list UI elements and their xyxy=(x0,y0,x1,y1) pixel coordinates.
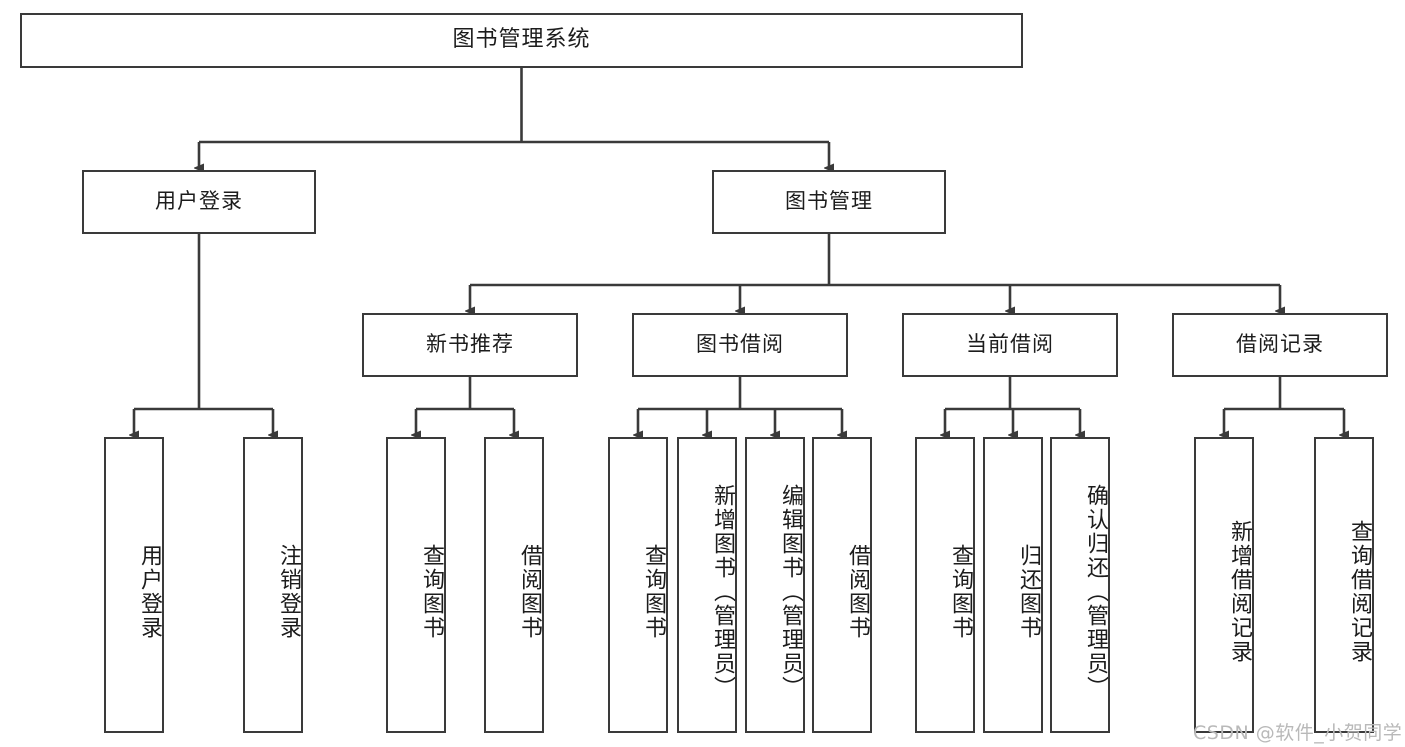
node-user-login-do[interactable]: 用户登录 xyxy=(104,437,164,733)
node-rec-add-record[interactable]: 新增借阅记录 xyxy=(1194,437,1254,733)
node-rec-query-book[interactable]: 查询图书 xyxy=(386,437,446,733)
node-cur-return-book[interactable]: 归还图书 xyxy=(983,437,1043,733)
node-borrow-query-book-label: 查询图书 xyxy=(641,544,666,640)
node-new-book-recommend[interactable]: 新书推荐 xyxy=(362,313,578,377)
node-book-borrow-label: 图书借阅 xyxy=(696,332,784,357)
node-cur-confirm-return-label: 确认归还（管理员） xyxy=(1083,484,1108,700)
node-borrow-query-book[interactable]: 查询图书 xyxy=(608,437,668,733)
node-rec-add-record-label: 新增借阅记录 xyxy=(1227,520,1252,664)
node-root[interactable]: 图书管理系统 xyxy=(20,13,1023,68)
node-borrow-add-book-label: 新增图书（管理员） xyxy=(710,484,735,700)
node-root-label: 图书管理系统 xyxy=(452,27,591,53)
node-borrow-edit-book-label: 编辑图书（管理员） xyxy=(778,484,803,700)
node-borrow-edit-book[interactable]: 编辑图书（管理员） xyxy=(745,437,805,733)
node-user-logout[interactable]: 注销登录 xyxy=(243,437,303,733)
node-rec-query-book-label: 查询图书 xyxy=(419,544,444,640)
node-rec-borrow-book[interactable]: 借阅图书 xyxy=(484,437,544,733)
csdn-watermark: CSDN @软件_小贺同学 xyxy=(1193,722,1403,744)
node-user-logout-label: 注销登录 xyxy=(276,544,301,640)
node-book-borrow[interactable]: 图书借阅 xyxy=(632,313,848,377)
node-cur-return-book-label: 归还图书 xyxy=(1016,544,1041,640)
node-cur-query-book[interactable]: 查询图书 xyxy=(915,437,975,733)
node-cur-confirm-return[interactable]: 确认归还（管理员） xyxy=(1050,437,1110,733)
node-borrow-do-book-label: 借阅图书 xyxy=(845,544,870,640)
node-borrow-records-label: 借阅记录 xyxy=(1236,332,1324,357)
node-current-borrow-label: 当前借阅 xyxy=(966,332,1054,357)
node-borrow-records[interactable]: 借阅记录 xyxy=(1172,313,1388,377)
node-rec-borrow-book-label: 借阅图书 xyxy=(517,544,542,640)
node-book-manage-label: 图书管理 xyxy=(785,189,873,214)
node-rec-query-record-label: 查询借阅记录 xyxy=(1347,520,1372,664)
node-borrow-do-book[interactable]: 借阅图书 xyxy=(812,437,872,733)
node-new-book-recommend-label: 新书推荐 xyxy=(426,332,514,357)
node-borrow-add-book[interactable]: 新增图书（管理员） xyxy=(677,437,737,733)
node-cur-query-book-label: 查询图书 xyxy=(948,544,973,640)
node-current-borrow[interactable]: 当前借阅 xyxy=(902,313,1118,377)
node-user-login-label: 用户登录 xyxy=(155,189,243,214)
node-rec-query-record[interactable]: 查询借阅记录 xyxy=(1314,437,1374,733)
node-user-login-do-label: 用户登录 xyxy=(137,544,162,640)
node-book-manage[interactable]: 图书管理 xyxy=(712,170,946,234)
node-user-login[interactable]: 用户登录 xyxy=(82,170,316,234)
